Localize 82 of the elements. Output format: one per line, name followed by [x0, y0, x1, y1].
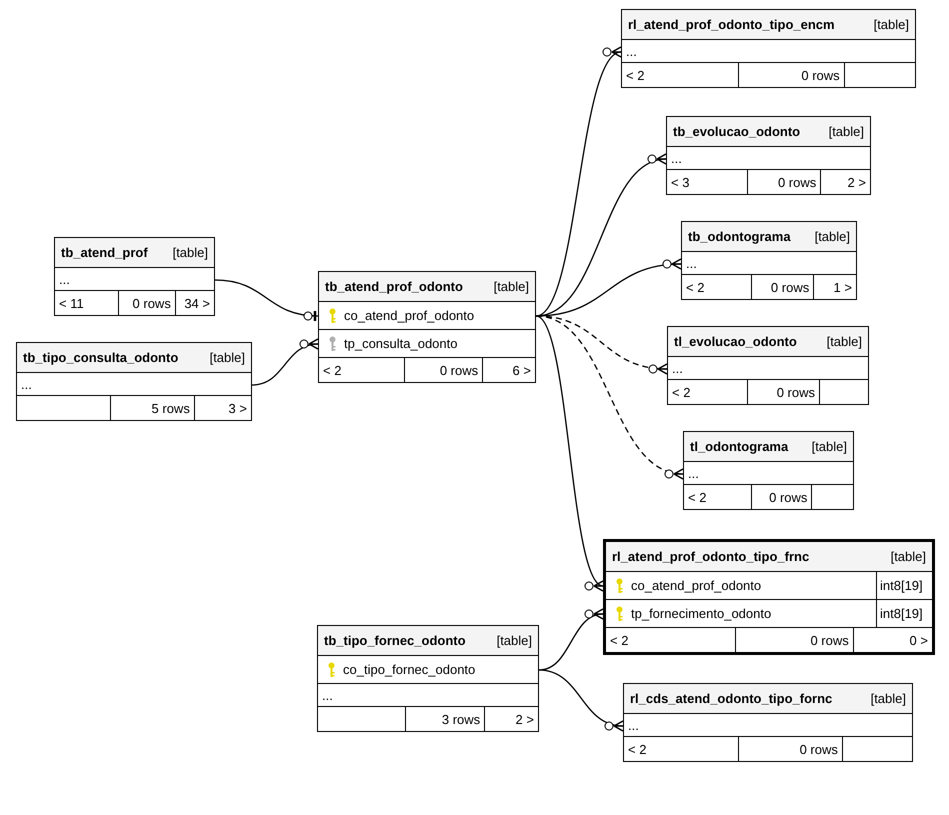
row-count: 0 rows — [118, 291, 176, 315]
row-count: 0 rows — [752, 485, 812, 509]
row-count: 0 rows — [739, 737, 843, 761]
parent-count: < 2 — [319, 358, 406, 382]
table-name: tb_odontograma — [688, 229, 791, 244]
relationship-line — [536, 315, 685, 480]
relationship-line — [536, 153, 668, 317]
table-name: tl_evolucao_odonto — [674, 334, 797, 349]
table-box — [683, 431, 854, 510]
table-box — [54, 237, 215, 316]
row-count: 0 rows — [752, 275, 814, 299]
table-box — [681, 221, 857, 300]
table-name: rl_cds_atend_odonto_tipo_fornc — [630, 691, 832, 706]
ellipsis-text: ... — [628, 718, 639, 732]
relationship-line — [252, 338, 320, 386]
ellipsis-text: ... — [322, 688, 333, 702]
parent-count: < 2 — [682, 275, 752, 299]
table-name: tb_tipo_fornec_odonto — [324, 633, 466, 648]
table-tag: [table] — [496, 633, 532, 648]
child-count: 0 > — [908, 632, 929, 650]
ellipsis-text: ... — [688, 466, 699, 480]
parent-count: < 11 — [55, 291, 119, 315]
row-count: 0 rows — [405, 358, 484, 382]
table-tag: [table] — [494, 279, 529, 294]
table-tag: [table] — [874, 17, 909, 32]
child-count: 1 > — [832, 278, 853, 296]
table-name: rl_atend_prof_odonto_tipo_encm — [628, 17, 835, 32]
parent-count: < 2 — [606, 628, 736, 652]
parent-count: < 2 — [622, 63, 740, 87]
column-name: co_tipo_fornec_odonto — [343, 662, 476, 677]
ellipsis-text: ... — [672, 360, 683, 376]
table-box — [621, 9, 916, 88]
column-name: tp_consulta_odonto — [344, 336, 458, 351]
child-count: 6 > — [512, 362, 532, 380]
ellipsis-text: ... — [671, 150, 682, 166]
row-count: 0 rows — [739, 63, 845, 87]
parent-count: < 3 — [667, 170, 748, 194]
table-tag: [table] — [870, 691, 906, 706]
relationship-line — [214, 279, 318, 322]
column-name: co_atend_prof_odonto — [344, 308, 474, 323]
table-name: tb_atend_prof — [61, 245, 148, 260]
row-count: 5 rows — [110, 396, 195, 420]
table-tag: [table] — [828, 124, 864, 139]
table-box — [666, 116, 871, 195]
child-count: 34 > — [183, 294, 211, 312]
table-box — [317, 625, 539, 732]
row-count: 3 rows — [406, 707, 486, 731]
table-tag: [table] — [812, 439, 847, 454]
row-count: 0 rows — [748, 170, 822, 194]
child-count: 2 > — [514, 710, 535, 728]
table-name: tb_evolucao_odonto — [673, 124, 800, 139]
table-box — [667, 326, 869, 405]
row-count: 0 rows — [736, 628, 854, 652]
table-box — [623, 683, 913, 762]
column-type: int8[19] — [876, 572, 932, 599]
table-tag: [table] — [826, 334, 862, 349]
parent-count: < 2 — [684, 485, 752, 509]
child-count: 3 > — [228, 400, 248, 418]
table-name: tb_tipo_consulta_odonto — [23, 350, 178, 365]
column-name: tp_fornecimento_odonto — [631, 606, 772, 621]
relationship-line — [538, 669, 624, 732]
table-name: rl_atend_prof_odonto_tipo_frnc — [612, 549, 810, 564]
relationship-line — [538, 608, 604, 671]
ellipsis-text: ... — [626, 44, 637, 58]
child-count: 2 > — [846, 174, 867, 192]
table-tag: [table] — [814, 229, 850, 244]
column-type: int8[19] — [876, 600, 932, 627]
ellipsis-text: ... — [686, 256, 697, 270]
parent-count: < 2 — [668, 380, 748, 404]
parent-count: < 2 — [624, 737, 740, 761]
table-name: tl_odontograma — [690, 439, 788, 454]
table-name: tb_atend_prof_odonto — [325, 279, 463, 294]
table-tag: [table] — [210, 350, 245, 365]
table-box — [603, 539, 935, 655]
table-box — [318, 271, 536, 383]
table-box — [16, 342, 252, 421]
table-tag: [table] — [890, 549, 926, 564]
row-count: 0 rows — [748, 380, 820, 404]
ellipsis-text: ... — [59, 272, 70, 286]
column-name: co_atend_prof_odonto — [631, 578, 762, 593]
table-tag: [table] — [172, 245, 208, 260]
ellipsis-text: ... — [21, 376, 32, 392]
